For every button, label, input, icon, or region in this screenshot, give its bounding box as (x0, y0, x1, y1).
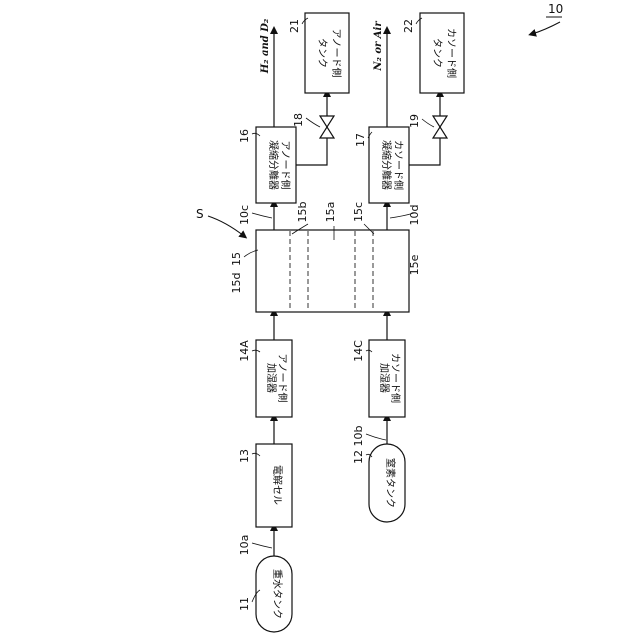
anode-valve[interactable] (320, 116, 334, 138)
anode-humidifier-line2: 加湿器 (265, 363, 277, 393)
ref-18: 18 (292, 113, 305, 127)
ref-11: 11 (238, 597, 251, 611)
cathode-humidifier-line1: カソード側 (389, 353, 402, 403)
leader-10b (366, 434, 386, 440)
electrolysis-cell-label: 電解セル (271, 465, 284, 505)
leader-18 (306, 118, 320, 127)
ref-15a: 15a (324, 202, 337, 223)
leader-10a (252, 543, 272, 548)
anode-separator-line2: 凝縮分離器 (267, 140, 280, 190)
ref-14A: 14A (238, 340, 251, 362)
nitrogen-tank-label: 窒素タンク (384, 458, 397, 508)
ref-15e: 15e (408, 254, 421, 275)
cathode-separator-line1: カソード側 (392, 140, 405, 190)
ref-10a: 10a (238, 535, 251, 556)
ref-22: 22 (402, 19, 415, 33)
ref-19: 19 (408, 114, 421, 128)
stack-15 (256, 230, 409, 312)
ref-10c: 10c (238, 205, 251, 225)
ref-15: 15 (230, 252, 243, 266)
ref-15d: 15d (230, 273, 243, 294)
ref-13: 13 (238, 449, 251, 463)
ref-17: 17 (354, 133, 367, 147)
ref-12: 12 (352, 450, 365, 464)
leader-19 (422, 119, 434, 127)
pipe-anode-condensate (296, 93, 327, 165)
ref-10d: 10d (408, 205, 421, 226)
heavy-water-tank-label: 重水タンク (271, 569, 284, 619)
ref-14C: 14C (352, 340, 365, 362)
ref-16: 16 (238, 129, 251, 143)
anode-output-label: H₂ and D₂ (260, 18, 271, 74)
anode-humidifier-line1: アノード側 (276, 353, 289, 402)
stack-s-label: S (196, 207, 204, 221)
anode-tank-line1: アノード側 (330, 28, 343, 77)
cathode-humidifier-line2: 加湿器 (378, 363, 390, 393)
cathode-separator-line2: 凝縮分離器 (380, 140, 393, 190)
ref-21: 21 (288, 19, 301, 33)
cathode-output-label: N₂ or Air (373, 21, 384, 72)
cathode-tank-line2: タンク (431, 38, 443, 68)
figure-ref-arrow (532, 22, 560, 34)
pipe-cathode-condensate (409, 93, 440, 165)
figure-ref: 10 (548, 2, 563, 16)
cathode-tank-line1: カソード側 (445, 28, 458, 78)
ref-15b: 15b (296, 201, 309, 222)
cathode-valve[interactable] (433, 116, 447, 138)
leader-10c (252, 213, 272, 218)
anode-tank-line2: タンク (316, 38, 328, 68)
ref-15c: 15c (352, 202, 365, 222)
anode-separator-line1: アノード側 (279, 140, 292, 189)
ref-10b: 10b (352, 425, 365, 446)
